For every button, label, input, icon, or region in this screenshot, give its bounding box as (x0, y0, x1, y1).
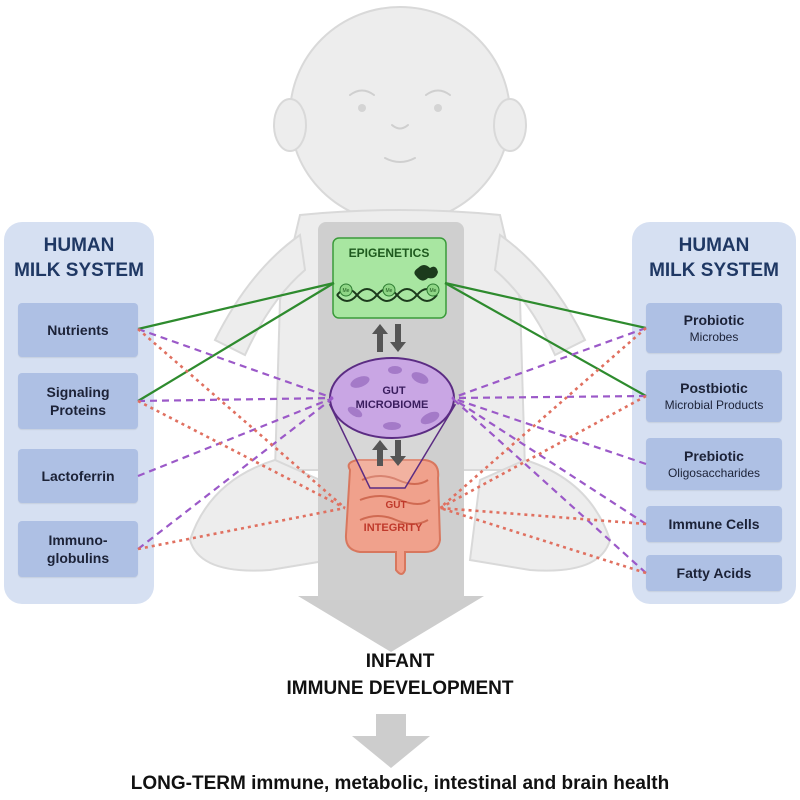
link-nutrients-microbiome (137, 327, 334, 400)
left-panel-title: HUMAN MILK SYSTEM (14, 235, 144, 281)
epigenetics-label: EPIGENETICS (349, 246, 430, 260)
gut-integrity-label-2: INTEGRITY (364, 522, 423, 534)
immune-development-label: IMMUNE DEVELOPMENT (286, 678, 514, 699)
link-prebiotic-microbiome (451, 396, 647, 466)
gut-microbiome-label-1: GUT (382, 385, 406, 397)
lactoferrin-box: Lactoferrin (18, 449, 138, 503)
probiotic-box: Probiotic Microbes (646, 303, 782, 353)
signaling-proteins-box: Signaling Proteins (18, 373, 138, 429)
gut-integrity-label-1: GUT (385, 500, 406, 511)
immunoglobulins-box: Immuno- globulins (18, 521, 138, 577)
link-immunoglobulins-microbiome (137, 397, 334, 550)
gut-microbiome-label-2: MICROBIOME (356, 399, 429, 411)
link-signaling-epigenetics (137, 282, 335, 402)
methyl-label-3: Me (430, 288, 437, 294)
postbiotic-box: Postbiotic Microbial Products (646, 370, 782, 422)
long-term-health-label: LONG-TERM immune, metabolic, intestinal … (130, 773, 670, 794)
nutrients-box: Nutrients (18, 303, 138, 357)
right-panel-title: HUMAN MILK SYSTEM (649, 235, 779, 281)
methyl-label-2: Me (386, 288, 393, 294)
link-nutrients-epigenetics (137, 281, 335, 331)
link-fattyacids-microbiome (451, 397, 647, 574)
link-immunecells-microbiome (451, 397, 647, 525)
link-fattyacids-integrity (439, 506, 647, 575)
chromatin-icon (414, 265, 438, 281)
bidirectional-arrow-lower (372, 440, 406, 466)
link-immunoglobulins-integrity (137, 506, 346, 551)
bidirectional-arrow-upper (372, 324, 406, 352)
immune-cells-box: Immune Cells (646, 506, 782, 542)
prebiotic-box: Prebiotic Oligosaccharides (646, 438, 782, 490)
fatty-acids-box: Fatty Acids (646, 555, 782, 591)
infant-label: INFANT (365, 651, 435, 672)
link-signaling-microbiome (137, 396, 334, 403)
link-postbiotic-microbiome (451, 394, 647, 400)
link-postbiotic-epigenetics (444, 282, 647, 397)
methyl-label-1: Me (343, 288, 350, 294)
gut-microbiome: GUT MICROBIOME (329, 357, 455, 439)
link-probiotic-microbiome (451, 326, 647, 400)
epigenetics: EPIGENETICS Me Me Me (332, 237, 447, 319)
link-probiotic-epigenetics (444, 281, 647, 330)
dna-strand-2 (336, 288, 438, 302)
